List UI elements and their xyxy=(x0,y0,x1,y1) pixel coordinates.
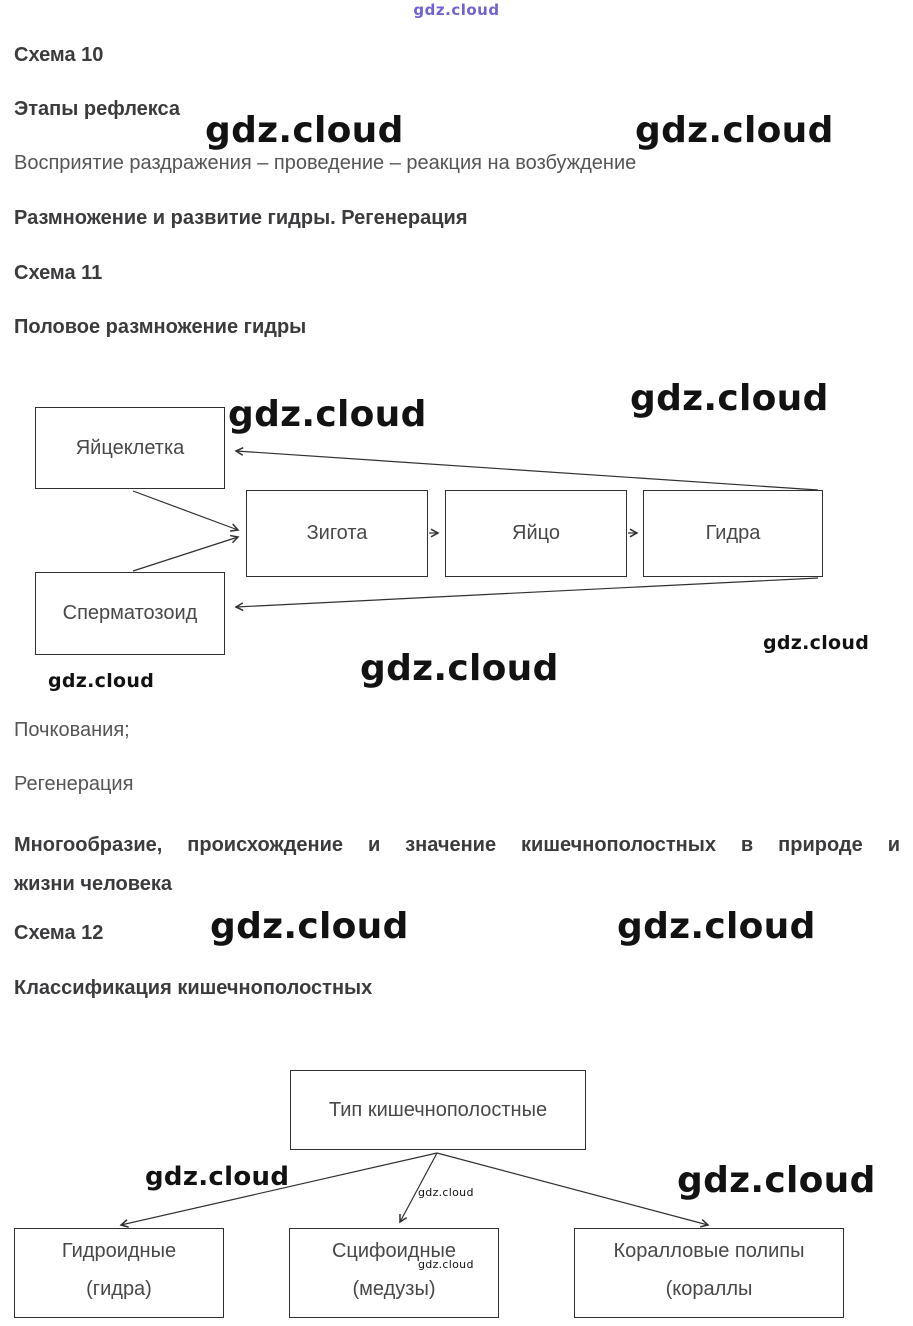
watermark: gdz.cloud xyxy=(48,670,155,692)
diversity-heading-line2: жизни человека xyxy=(14,873,173,895)
watermark: gdz.cloud xyxy=(418,1258,474,1271)
hydrozoa-label: Гидроидные xyxy=(61,1240,177,1262)
classification-heading: Классификация кишечнополостных xyxy=(14,977,373,999)
arrow-sperm-to-zygote xyxy=(132,534,240,572)
watermark: gdz.cloud xyxy=(418,1186,474,1199)
arrow-type-to-corals xyxy=(436,1152,710,1228)
sperm-box: Сперматозоид xyxy=(35,572,225,655)
coral-polyps-box: Коралловые полипы (кораллы xyxy=(574,1228,844,1318)
egg-box: Яйцо xyxy=(445,490,627,577)
hydrozoa-example: (гидра) xyxy=(86,1278,152,1300)
egg-cell-box: Яйцеклетка xyxy=(35,407,225,489)
coral-polyps-label: Коралловые полипы xyxy=(613,1240,805,1262)
watermark-top: gdz.cloud xyxy=(413,1,500,19)
reflex-stages-heading: Этапы рефлекса xyxy=(14,98,181,120)
watermark: gdz.cloud xyxy=(635,110,834,151)
sexual-reproduction-heading: Половое размножение гидры xyxy=(14,316,307,338)
watermark: gdz.cloud xyxy=(228,394,427,435)
hydra-box: Гидра xyxy=(643,490,823,577)
regeneration-text: Регенерация xyxy=(14,773,134,795)
schema-10-heading: Схема 10 xyxy=(14,44,104,66)
reflex-stages-text: Восприятие раздражения – проведение – ре… xyxy=(14,152,637,174)
sperm-label: Сперматозоид xyxy=(62,602,198,624)
schema-11-heading: Схема 11 xyxy=(14,262,103,284)
arrow-egg-cell-to-zygote xyxy=(132,490,240,532)
watermark: gdz.cloud xyxy=(145,1162,290,1192)
diversity-heading: Многообразие, происхождение и значение к… xyxy=(14,826,900,904)
watermark: gdz.cloud xyxy=(677,1160,876,1201)
arrow-hydra-to-egg-cell xyxy=(234,447,819,491)
watermark: gdz.cloud xyxy=(763,632,870,654)
schema-12-heading: Схема 12 xyxy=(14,922,104,944)
zygote-label: Зигота xyxy=(306,522,368,544)
reproduction-heading: Размножение и развитие гидры. Регенераци… xyxy=(14,207,468,229)
scyphozoa-label: Сцифоидные xyxy=(331,1240,457,1262)
watermark: gdz.cloud xyxy=(210,906,409,947)
egg-label: Яйцо xyxy=(512,522,560,544)
hydrozoa-box: Гидроидные (гидра) xyxy=(14,1228,224,1318)
scyphozoa-example: (медузы) xyxy=(352,1278,436,1300)
arrow-hydra-to-sperm xyxy=(234,577,819,612)
budding-text: Почкования; xyxy=(14,719,130,741)
watermark: gdz.cloud xyxy=(617,906,816,947)
watermark: gdz.cloud xyxy=(360,648,559,689)
coelenterata-type-label: Тип кишечнополостные xyxy=(328,1098,548,1121)
diversity-heading-line1: Многообразие, происхождение и значение к… xyxy=(14,834,900,856)
watermark: gdz.cloud xyxy=(205,110,404,151)
scyphozoa-box: Сцифоидные (медузы) xyxy=(289,1228,499,1318)
hydra-label: Гидра xyxy=(705,522,761,544)
coelenterata-type-box: Тип кишечнополостные xyxy=(290,1070,586,1150)
watermark: gdz.cloud xyxy=(630,378,829,419)
coral-polyps-example: (кораллы xyxy=(665,1278,753,1300)
egg-cell-label: Яйцеклетка xyxy=(75,436,185,459)
zygote-box: Зигота xyxy=(246,490,428,577)
